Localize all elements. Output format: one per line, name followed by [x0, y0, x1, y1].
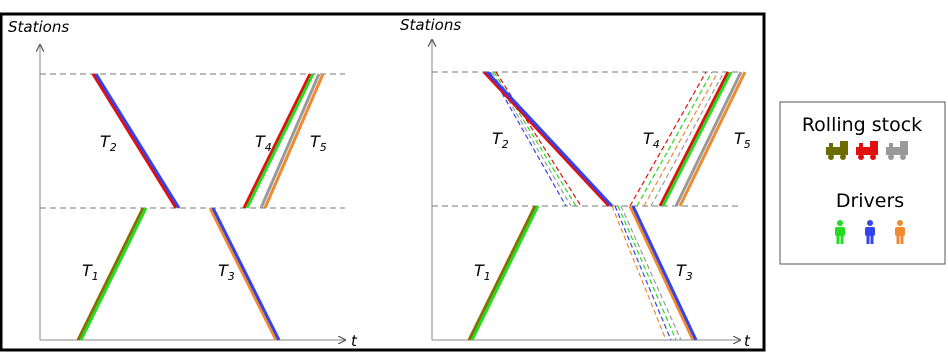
person-icon	[895, 220, 905, 244]
right-panel: Stations t	[400, 16, 751, 350]
right-label-t2: T2	[492, 129, 509, 151]
train-t5-line	[259, 73, 325, 209]
legend-box	[779, 101, 946, 265]
right-label-t3: T3	[676, 261, 693, 283]
left-label-t2: T2	[100, 132, 117, 154]
alt-routes-t4	[629, 71, 725, 207]
train-t2-line-right	[482, 70, 614, 208]
alt-routes-t3	[611, 205, 682, 341]
left-label-t1: T1	[82, 261, 99, 283]
person-icon	[865, 220, 875, 244]
right-label-t1: T1	[474, 261, 491, 283]
train-t1-line	[76, 207, 148, 341]
legend: Rolling stock Drivers	[779, 101, 946, 265]
left-label-t5: T5	[310, 132, 327, 154]
left-panel: Stations t T1 T2 T3 T4 T5	[8, 18, 358, 350]
diagram-frame	[0, 12, 766, 352]
train-t3-line-right	[628, 205, 698, 341]
train-t4-line	[242, 73, 315, 209]
locomotive-icon	[826, 141, 848, 160]
left-label-t4: T4	[255, 132, 272, 154]
right-label-t5: T5	[734, 129, 751, 151]
train-t1-line-right	[467, 205, 540, 341]
right-x-axis-label: t	[744, 332, 751, 350]
left-label-t3: T3	[218, 261, 235, 283]
train-t4-line-right	[658, 71, 733, 207]
left-y-axis-label: Stations	[8, 18, 69, 36]
legend-rolling-stock-title: Rolling stock	[802, 114, 922, 136]
locomotive-icon	[886, 141, 908, 160]
left-x-axis-label: t	[351, 332, 358, 350]
legend-drivers-title: Drivers	[836, 190, 904, 212]
right-y-axis-label: Stations	[400, 16, 461, 34]
train-t5-line-right	[674, 71, 747, 207]
person-icon	[835, 220, 845, 244]
right-label-t4: T4	[643, 129, 660, 151]
locomotive-icon	[856, 141, 878, 160]
train-t3-line	[208, 207, 281, 341]
train-t2-line	[91, 73, 181, 209]
